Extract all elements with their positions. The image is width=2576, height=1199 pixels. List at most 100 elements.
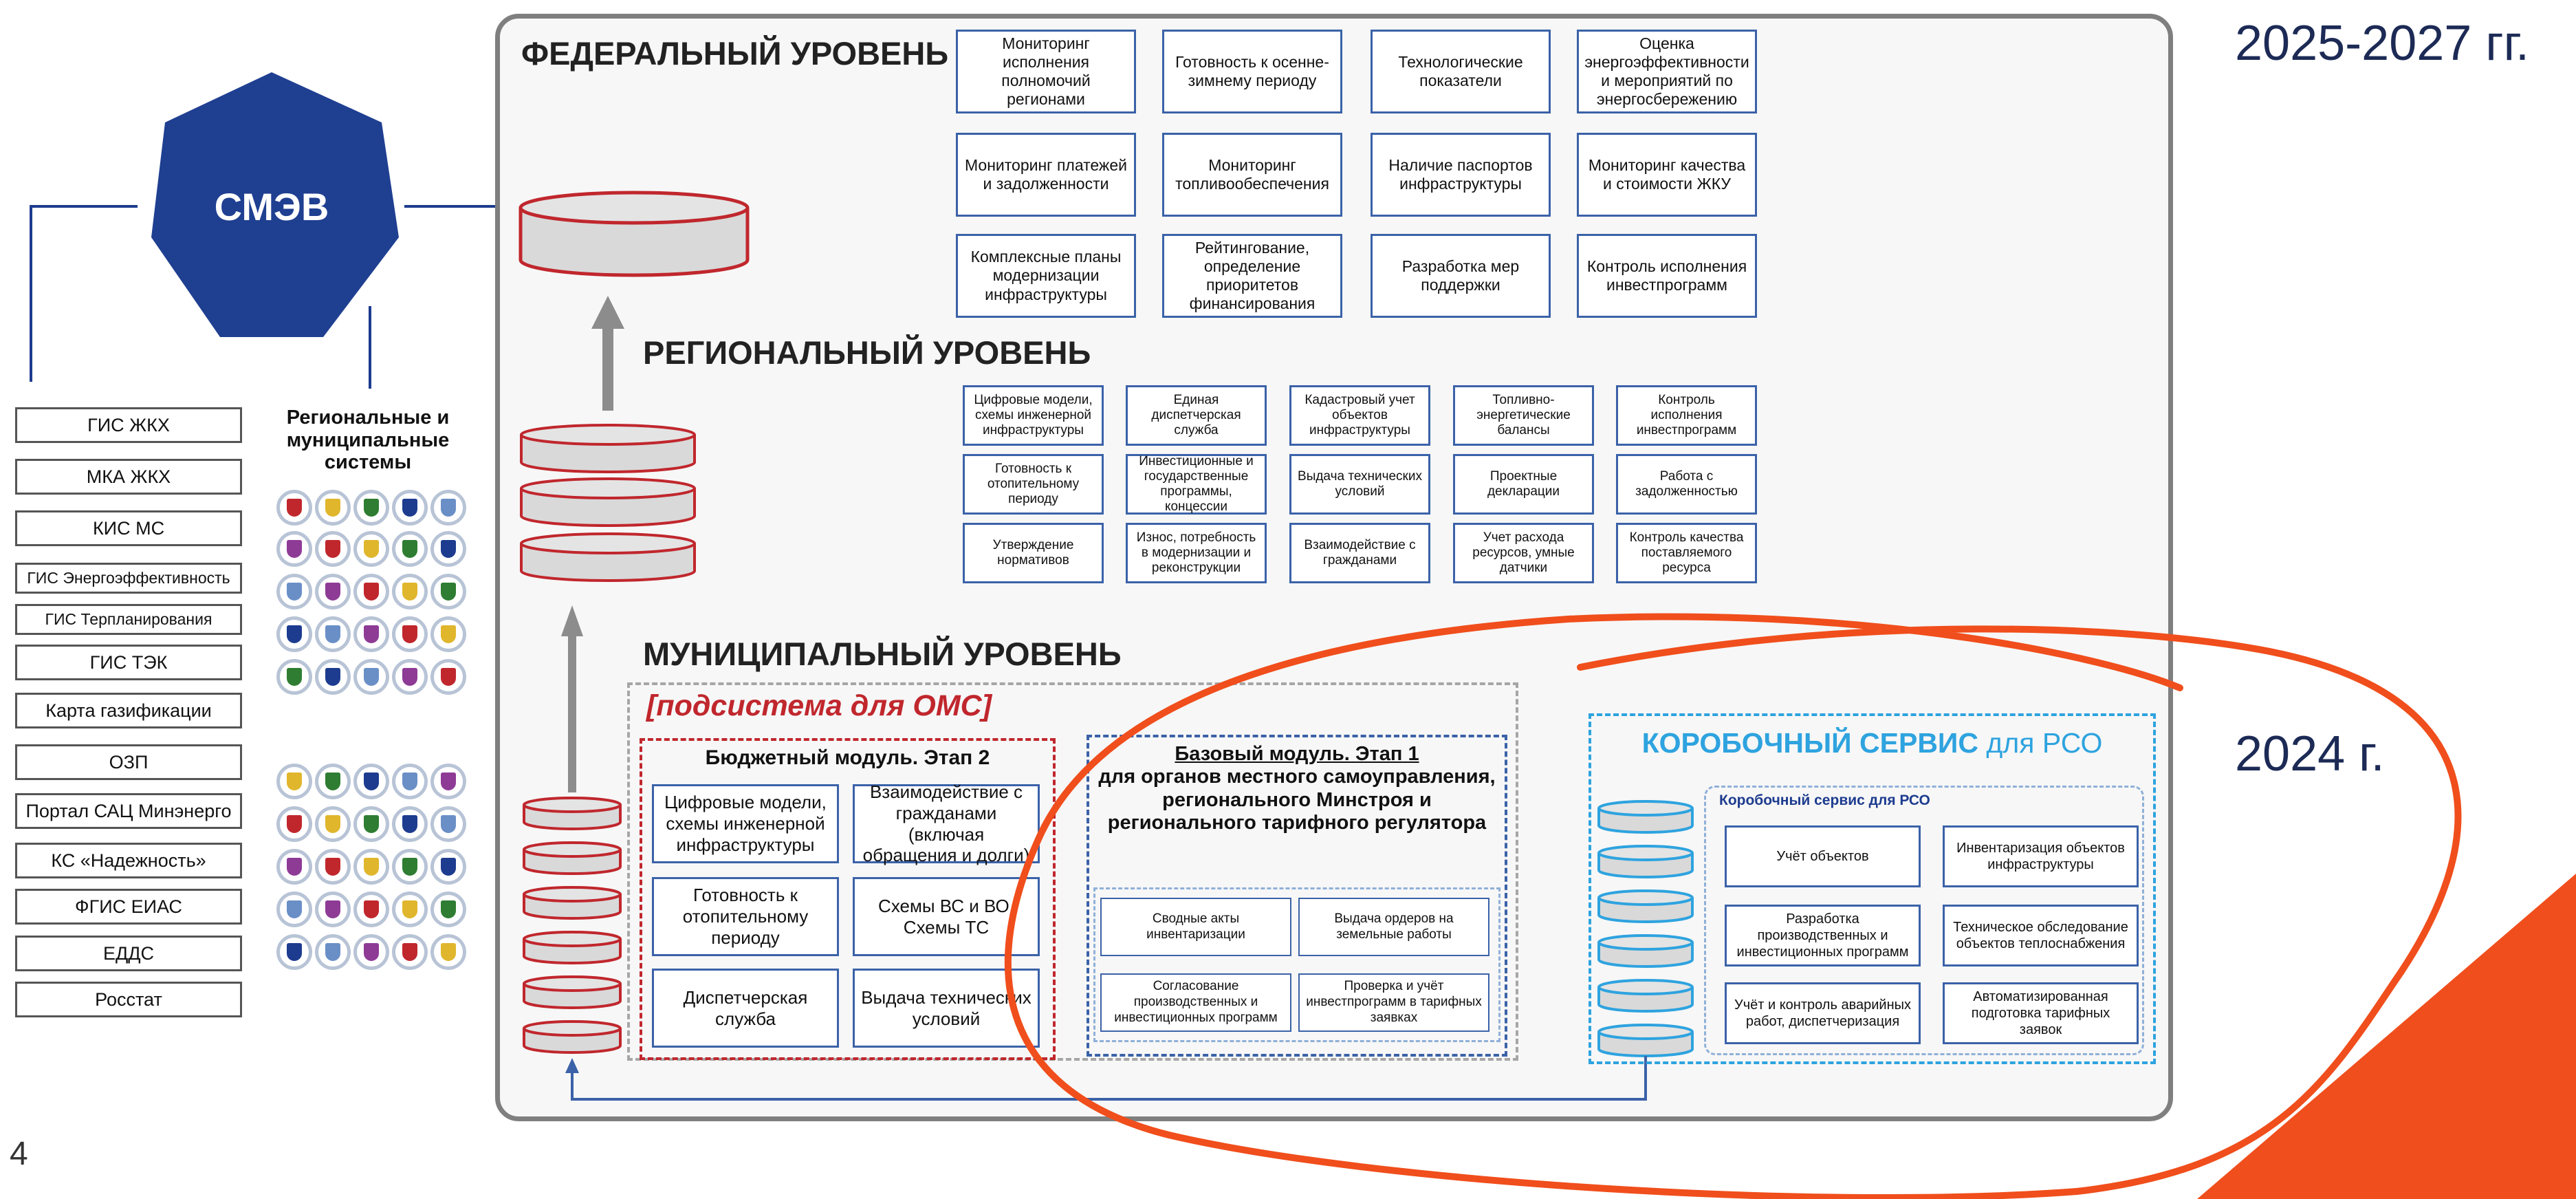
federal-level-title: ФЕДЕРАЛЬНЫЙ УРОВЕНЬ [521,35,949,72]
smev-label: СМЭВ [214,184,329,228]
function-box: Взаимодействие с гражданами [1289,523,1430,583]
region-emblem-icon [430,531,466,567]
region-emblem-icon [353,659,389,695]
function-box: Мониторинг исполнения полномочий региона… [956,30,1136,114]
system-item: МКА ЖКХ [15,459,242,495]
region-emblem-icon [315,849,351,885]
regional-level-title: РЕГИОНАЛЬНЫЙ УРОВЕНЬ [643,334,1091,371]
function-box: Готовность к отопительному периоду [963,454,1104,515]
region-emblem-icon [392,616,428,652]
system-item: Портал САЦ Минэнерго [15,793,242,829]
function-box: Готовность к отопительному периоду [652,877,839,956]
region-emblem-icon [315,659,351,695]
system-item: КС «Надежность» [15,843,242,878]
function-box: Работа с задолженностью [1616,454,1757,515]
regional-systems-title: Региональные и муниципальные системы [286,407,450,474]
region-emblem-icon [430,806,466,842]
function-box: Цифровые модели, схемы инженерной инфрас… [963,385,1104,446]
region-emblem-icon [276,659,312,695]
function-box: Мониторинг платежей и задолженности [956,133,1136,217]
system-item: ФГИС ЕИАС [15,889,242,925]
function-box: Утверждение нормативов [963,523,1104,583]
region-emblem-icon [276,574,312,609]
region-emblem-icon [392,806,428,842]
system-item: ЕДДС [15,936,242,971]
boxed-service-title: КОРОБОЧНЫЙ СЕРВИС для РСО [1589,722,2156,764]
region-emblem-icon [315,616,351,652]
region-emblem-icon [392,934,428,970]
function-box: Инвентаризация объектов инфраструктуры [1943,825,2139,887]
region-emblem-icon [276,490,312,526]
system-item: Росстат [15,982,242,1017]
region-emblem-icon [353,806,389,842]
basic-module-title: Базовый модуль. Этап 1 для органов местн… [1093,743,1500,834]
function-box: Учет расхода ресурсов, умные датчики [1453,523,1594,583]
region-emblem-icon [353,892,389,927]
region-emblem-icon [392,574,428,609]
region-emblem-icon [430,616,466,652]
system-item: КИС МС [15,510,242,546]
function-box: Мониторинг качества и стоимости ЖКУ [1577,133,1757,217]
function-box: Разработка производственных и инвестицио… [1725,905,1921,966]
region-emblem-icon [276,616,312,652]
region-emblem-icon [276,892,312,927]
region-emblem-icon [392,659,428,695]
function-box: Технологические показатели [1371,30,1551,114]
region-emblem-icon [353,934,389,970]
function-box: Рейтингование, определение приоритетов ф… [1162,234,1342,318]
region-emblem-icon [276,806,312,842]
region-emblem-icon [392,849,428,885]
region-emblem-icon [353,531,389,567]
function-box: Схемы ВС и ВО, Схемы ТС [853,877,1040,956]
function-box: Комплексные планы модернизации инфрастру… [956,234,1136,318]
region-emblem-icon [430,574,466,609]
function-box: Согласование производственных и инвестиц… [1100,973,1291,1032]
region-emblem-icon [430,849,466,885]
function-box: Контроль исполнения инвестпрограмм [1577,234,1757,318]
function-box: Топливно-энергетические балансы [1453,385,1594,446]
basic-module-title-rest: для органов местного самоуправления, рег… [1098,766,1496,834]
function-box: Кадастровый учет объектов инфраструктуры [1289,385,1430,446]
function-box: Наличие паспортов инфраструктуры [1371,133,1551,217]
function-box: Автоматизированная подготовка тарифных з… [1943,982,2139,1044]
boxed-service-title-rest: для РСО [1986,726,2103,759]
region-emblem-icon [392,531,428,567]
system-item: ГИС ЖКХ [15,407,242,443]
smev-hexagon [151,72,399,337]
boxed-service-title-main: КОРОБОЧНЫЙ СЕРВИС [1641,726,1979,759]
function-box: Диспетчерская служба [652,969,839,1048]
year-label-top: 2025-2027 гг. [2235,16,2530,71]
region-emblem-icon [392,764,428,799]
function-box: Разработка мер поддержки [1371,234,1551,318]
region-emblem-icon [315,806,351,842]
oms-subsystem-title: [подсистема для ОМС] [646,689,992,722]
system-item: ОЗП [15,744,242,780]
region-emblem-icon [430,659,466,695]
region-emblem-icon [276,849,312,885]
system-item: ГИС Терпланирования [15,604,242,635]
function-box: Контроль исполнения инвестпрограмм [1616,385,1757,446]
function-box: Учёт объектов [1725,825,1921,887]
function-box: Единая диспетчерская служба [1126,385,1267,446]
region-emblem-icon [353,616,389,652]
function-box: Выдача технических условий [1289,454,1430,515]
function-box: Взаимодействие с гражданами (включая обр… [853,781,1040,865]
smev-line-left [30,205,138,382]
region-emblem-icon [430,764,466,799]
function-box: Готовность к осенне-зимнему периоду [1162,30,1342,114]
function-box: Сводные акты инвентаризации [1100,898,1291,956]
function-box: Проверка и учёт инвестпрограмм в тарифны… [1298,973,1489,1032]
region-emblem-icon [392,490,428,526]
function-box: Учёт и контроль аварийных работ, диспетч… [1725,982,1921,1044]
region-emblem-icon [315,892,351,927]
year-label-bottom: 2024 г. [2235,726,2385,781]
function-box: Цифровые модели, схемы инженерной инфрас… [652,784,839,863]
page-number: 4 [10,1136,28,1172]
boxed-service-inner-title: Коробочный сервис для РСО [1719,792,1930,808]
basic-module-title-main: Базовый модуль. Этап 1 [1175,743,1419,765]
region-emblem-icon [430,934,466,970]
region-emblem-icon [276,934,312,970]
function-box: Оценка энергоэффективности и мероприятий… [1577,30,1757,114]
function-box: Износ, потребность в модернизации и реко… [1126,523,1267,583]
region-emblem-icon [315,764,351,799]
